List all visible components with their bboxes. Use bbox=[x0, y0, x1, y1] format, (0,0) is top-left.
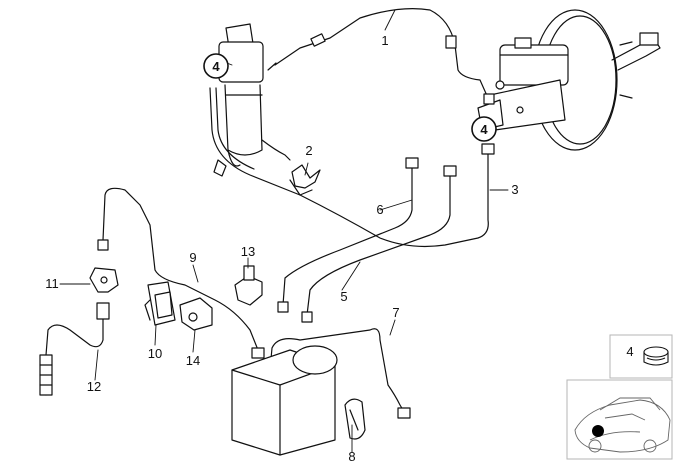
callout-13: 13 bbox=[241, 244, 255, 259]
clip-bracket-2 bbox=[289, 164, 321, 196]
callout-1: 1 bbox=[381, 33, 388, 48]
abs-hydraulic-unit bbox=[231, 345, 338, 456]
inset-callout-4: 4 bbox=[626, 344, 633, 359]
svg-text:4: 4 bbox=[212, 59, 220, 74]
master-cylinder bbox=[477, 37, 569, 131]
callout-9: 9 bbox=[189, 250, 196, 265]
callout-3: 3 bbox=[511, 182, 518, 197]
hydraulic-accumulator bbox=[213, 23, 291, 177]
svg-text:4: 4 bbox=[480, 122, 488, 137]
grommet-8 bbox=[344, 398, 366, 440]
callout-5: 5 bbox=[340, 289, 347, 304]
bracket-11 bbox=[89, 267, 119, 293]
callout-4-right: 4 bbox=[471, 116, 497, 142]
brake-line-1 bbox=[267, 8, 495, 105]
sensor-clip-14 bbox=[179, 297, 213, 331]
brake-line-7 bbox=[269, 328, 411, 419]
callout-4-left: 4 bbox=[203, 53, 229, 79]
brake-line-loop bbox=[209, 87, 495, 248]
bracket-13 bbox=[234, 265, 263, 306]
brake-line-6 bbox=[277, 157, 419, 313]
callout-12: 12 bbox=[87, 379, 101, 394]
callout-2: 2 bbox=[305, 143, 312, 158]
brake-line-9 bbox=[97, 187, 265, 359]
brake-line-5 bbox=[301, 165, 457, 323]
callout-10: 10 bbox=[148, 346, 162, 361]
location-dot bbox=[592, 425, 604, 437]
callout-7: 7 bbox=[392, 305, 399, 320]
rubber-mount-10 bbox=[144, 281, 176, 326]
callout-11: 11 bbox=[45, 276, 59, 291]
callout-6: 6 bbox=[376, 202, 383, 217]
inset-part-4: 4 bbox=[609, 334, 673, 379]
inset-vehicle-location bbox=[566, 379, 673, 460]
callout-14: 14 bbox=[186, 353, 200, 368]
callout-8: 8 bbox=[348, 449, 355, 461]
leader-lines bbox=[59, 9, 509, 453]
brake-hose-12 bbox=[39, 302, 110, 396]
